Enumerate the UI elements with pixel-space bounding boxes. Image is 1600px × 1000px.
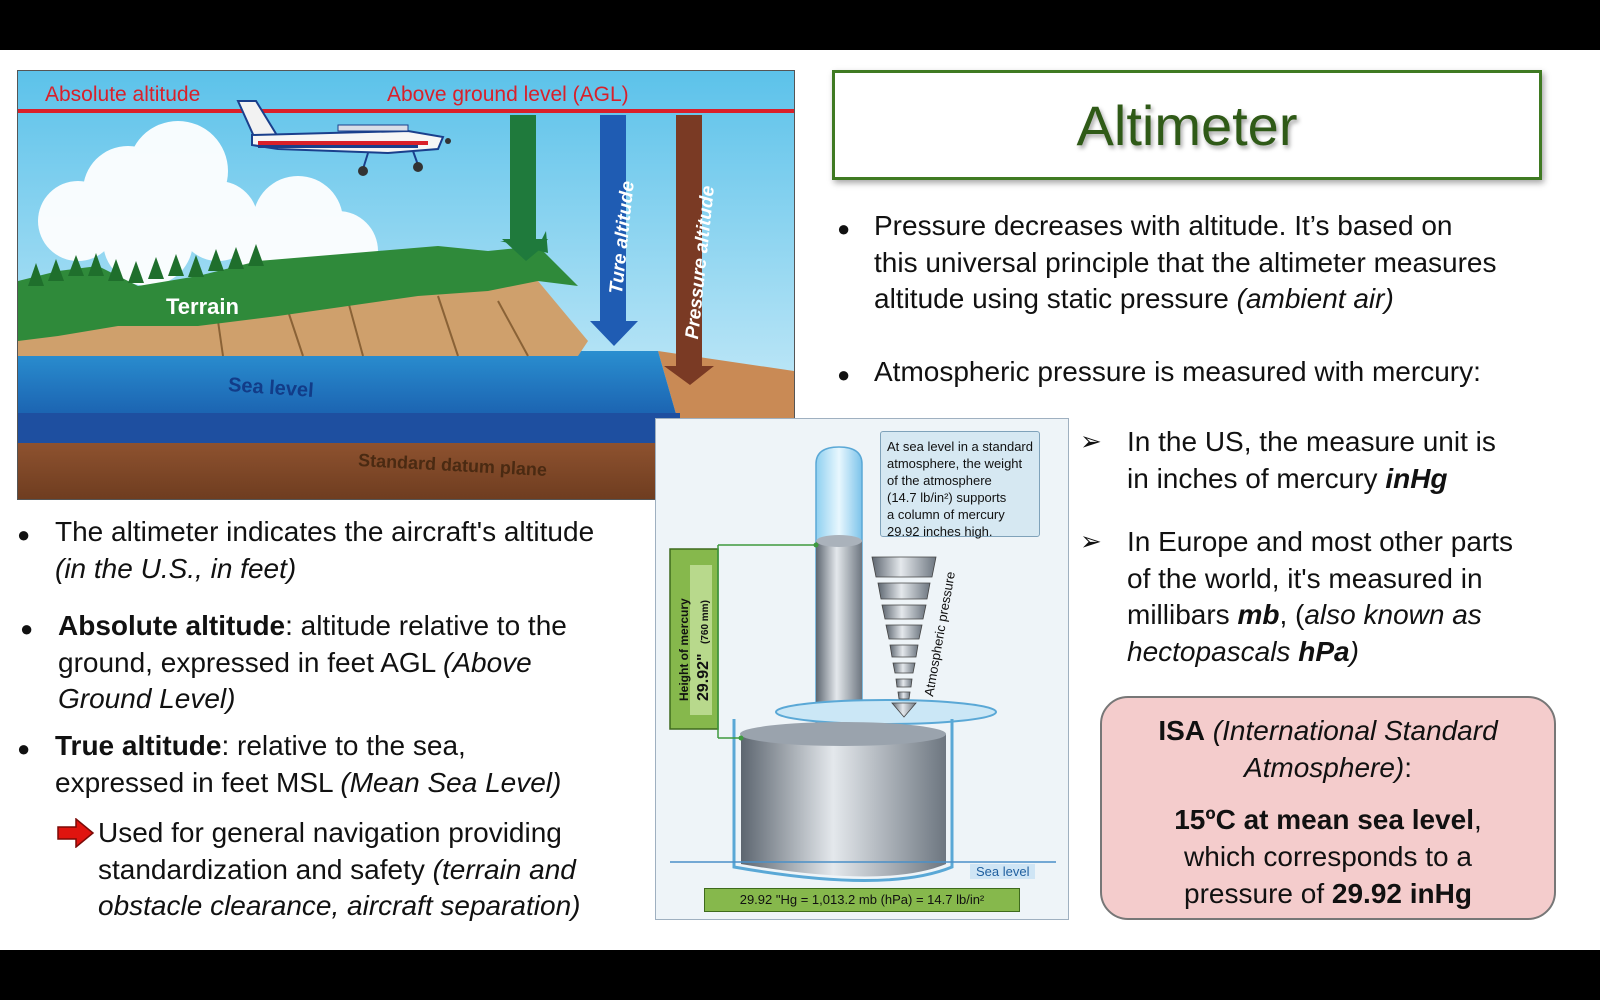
slide: Absolute altitude Above ground level (AG…	[0, 50, 1600, 950]
height-mm-label: (760 mm)	[700, 600, 711, 644]
pressure-stack	[871, 556, 937, 718]
pressure-principle-text: Pressure decreases with altitude. It’s b…	[874, 210, 1497, 314]
airplane-icon	[236, 100, 451, 176]
europe-unit-text: In Europe and most other parts of the wo…	[1127, 526, 1513, 667]
true-altitude-arrow	[590, 115, 638, 346]
altimeter-indication-text: The altimeter indicates the aircraft's a…	[55, 516, 595, 584]
slide-title: Altimeter	[1076, 93, 1298, 157]
bullet-dot: ●	[17, 522, 31, 547]
sea-level-note: At sea level in a standard atmosphere, t…	[880, 431, 1040, 539]
title-box: Altimeter	[832, 70, 1542, 180]
agl-arrow	[500, 115, 548, 261]
navigation-use-text: Used for general navigation providing st…	[98, 817, 581, 921]
pressure-altitude-arrow	[664, 115, 714, 385]
pressure-equation: 29.92 "Hg = 1,013.2 mb (hPa) = 14.7 lb/i…	[704, 888, 1020, 912]
height-of-mercury-label: Height of mercury	[677, 598, 691, 701]
svg-text:(760 mm): (760 mm)	[700, 600, 711, 644]
svg-text:29.92": 29.92"	[695, 653, 712, 701]
terrain-label: Terrain	[166, 294, 239, 319]
mercury-measure-text: Atmospheric pressure is measured with me…	[874, 356, 1481, 387]
absolute-altitude-text: Absolute altitude: altitude relative to …	[58, 610, 567, 714]
mercury-barometer-art: Height of mercury 29.92" (760 mm) Atmosp…	[669, 446, 1056, 882]
bullet-dot: ●	[837, 362, 851, 387]
arrow-bullet-icon: ➢	[1080, 526, 1102, 556]
absolute-altitude-line	[18, 109, 794, 113]
bullet-dot: ●	[837, 216, 851, 241]
mercury-barometer-figure: Height of mercury 29.92" (760 mm) Atmosp…	[655, 418, 1069, 920]
height-value-label: 29.92"	[695, 653, 712, 701]
bullet-dot: ●	[20, 616, 34, 641]
bullet-dot: ●	[17, 736, 31, 761]
isa-box: ISA (International Standard Atmosphere):…	[1100, 696, 1556, 920]
red-arrow-icon	[57, 818, 95, 848]
mercury-sea-level-label: Sea level	[970, 864, 1036, 879]
true-altitude-text: True altitude: relative to the sea, expr…	[55, 730, 562, 798]
us-unit-text: In the US, the measure unit is in inches…	[1127, 426, 1496, 494]
absolute-altitude-label: Absolute altitude	[45, 83, 201, 106]
agl-label: Above ground level (AGL)	[387, 83, 629, 106]
svg-text:Height of mercury: Height of mercury	[677, 598, 691, 701]
arrow-bullet-icon: ➢	[1080, 426, 1102, 456]
